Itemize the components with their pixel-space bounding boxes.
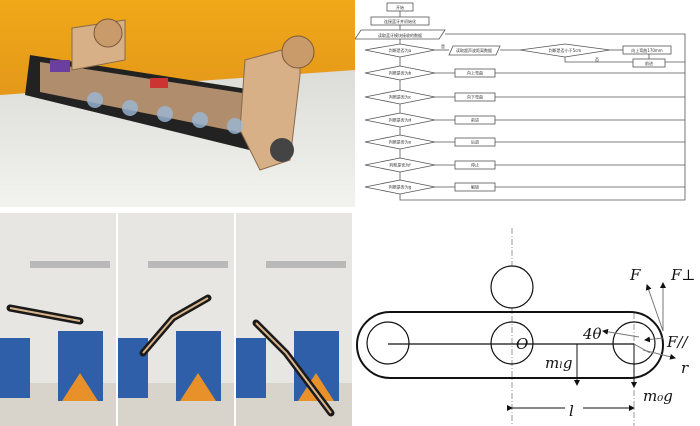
decision-label: 判断是否为c: [389, 94, 411, 100]
label-F-par: F//: [666, 333, 689, 351]
flow-row: 判断是否为d 前进: [364, 112, 685, 135]
init-label: 连接蓝牙并初始化: [384, 18, 416, 24]
climbing-photos: [0, 213, 352, 426]
flow-row: 判断是否为e 后退: [364, 134, 685, 158]
decision-label: 判断是否为b: [389, 70, 412, 76]
flow-row: 判断是否为g 解锁: [364, 179, 685, 195]
label-angle: 4θ: [582, 325, 602, 343]
climb-frame: [0, 213, 116, 426]
top-roller: [490, 265, 534, 309]
flow-row: 判断是否为b 向上弯曲: [364, 65, 685, 90]
action-label: 解锁: [471, 184, 479, 190]
label-m0g: m₀g: [643, 387, 673, 405]
robot-body: [25, 18, 315, 171]
flow-row: 判断是否为f 停止: [364, 157, 685, 180]
read-label: 读取蓝牙模块接收的数据: [378, 32, 422, 38]
label-F: F: [629, 266, 641, 284]
label-O: O: [516, 335, 528, 353]
distance-check-label: 判断是否小于5cm: [549, 47, 582, 53]
decision-node: [364, 179, 436, 195]
action-label: 停止: [471, 162, 479, 168]
box: [0, 338, 30, 398]
decision-label: 判断是否为g: [389, 184, 412, 190]
decision-label: 判断是否为d: [389, 117, 412, 123]
decision-label: 判断是否为e: [389, 139, 412, 145]
ultrasonic-label: 读取超声波距离数据: [456, 47, 492, 53]
left-wheel: [366, 321, 410, 365]
F-par-arrow: [644, 336, 664, 343]
flowchart: 开始 连接蓝牙并初始化 读取蓝牙模块接收的数据 判断是否为a 读取超声波距离数据…: [355, 2, 686, 201]
label-F-perp: F⊥: [670, 266, 696, 284]
action-label: 后退: [471, 139, 479, 145]
robot-photo: [0, 0, 355, 207]
F-arrow: [645, 284, 664, 332]
climb-frame: [118, 213, 234, 426]
forward-label: 前进: [645, 60, 653, 66]
box: [236, 338, 266, 398]
track-belt: [356, 311, 664, 379]
yes-label: 是: [441, 43, 445, 49]
label-l: l: [569, 402, 574, 420]
no-label: 否: [595, 57, 599, 62]
decision-label: 判断是否为a: [389, 47, 412, 53]
r-arrow: [642, 349, 676, 360]
action-label: 向下弯曲: [467, 94, 483, 100]
start-label: 开始: [396, 4, 404, 10]
bend-up-label: 向上弯曲170mm: [631, 47, 663, 53]
ruler: [266, 261, 346, 268]
decision-label: 判断是否为f: [389, 162, 411, 168]
label-mlg: mₗg: [545, 354, 572, 372]
action-label: 向上弯曲: [467, 70, 483, 76]
climb-frame: [236, 213, 352, 426]
label-r: r: [681, 359, 689, 377]
force-diagram: O 4θ mₗg m₀g l F F⊥ F// r: [356, 228, 696, 426]
action-label: 前进: [471, 117, 479, 123]
ruler: [30, 261, 110, 268]
flow-row: 判断是否为c 向下弯曲: [364, 89, 685, 113]
read-node: [355, 29, 446, 40]
ruler: [148, 261, 228, 268]
box: [118, 338, 148, 398]
center-wheel: [490, 321, 534, 365]
